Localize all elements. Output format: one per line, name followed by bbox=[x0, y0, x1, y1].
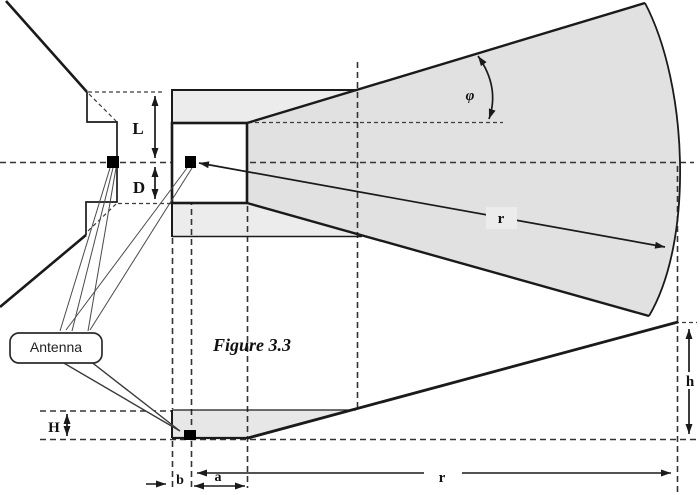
dimension-r-top: r bbox=[198, 161, 666, 249]
label-chip-h bbox=[682, 372, 697, 389]
left-element-upper-arm bbox=[5, 0, 88, 93]
leader-line bbox=[89, 167, 193, 331]
hidden-edge-top bbox=[88, 93, 117, 122]
label-chip-r-top bbox=[486, 207, 517, 229]
callout-label: Antenna bbox=[30, 339, 82, 355]
label-r-bottom: r bbox=[439, 470, 446, 486]
dim-arrow-r-top bbox=[198, 161, 666, 249]
leader-line bbox=[71, 167, 114, 332]
side-view bbox=[171, 320, 679, 440]
left-element-lower-arm bbox=[0, 234, 87, 308]
callout-tail bbox=[59, 360, 181, 432]
label-H: H bbox=[48, 420, 60, 436]
side-view-antenna-body bbox=[172, 410, 356, 438]
label-phi: φ bbox=[466, 88, 475, 104]
beam-sector bbox=[247, 3, 681, 316]
label-a: a bbox=[215, 470, 222, 485]
beam-upper-flare bbox=[246, 1, 646, 125]
feed-marker-horn bbox=[185, 156, 196, 168]
side-beam-line bbox=[247, 320, 679, 440]
label-h: h bbox=[686, 374, 695, 390]
dimension-phi: φ bbox=[466, 55, 496, 120]
label-b: b bbox=[176, 473, 184, 488]
dimension-H: H bbox=[48, 414, 71, 436]
left-element bbox=[0, 0, 118, 308]
antenna-callout: Antenna bbox=[9, 167, 193, 432]
leader-line bbox=[59, 167, 111, 332]
waveguide-box bbox=[170, 121, 249, 205]
callout-bubble bbox=[9, 332, 103, 364]
dimension-h: h bbox=[682, 329, 697, 434]
dimension-a: a bbox=[194, 470, 245, 490]
leader-line bbox=[65, 167, 188, 331]
dimension-b: b bbox=[146, 473, 184, 488]
feed-marker-side bbox=[184, 430, 196, 440]
figure-caption: Figure 3.3 bbox=[212, 335, 291, 355]
label-L: L bbox=[132, 119, 143, 138]
dim-arc-phi bbox=[477, 55, 496, 120]
dimension-D: D bbox=[133, 167, 159, 199]
dimension-L: L bbox=[132, 96, 159, 158]
label-D: D bbox=[133, 178, 145, 197]
label-r-top: r bbox=[498, 211, 505, 227]
leader-line bbox=[87, 167, 117, 332]
feed-marker-left bbox=[107, 156, 119, 168]
dimension-r-bottom: r bbox=[197, 469, 671, 486]
beam-arc bbox=[644, 2, 682, 317]
